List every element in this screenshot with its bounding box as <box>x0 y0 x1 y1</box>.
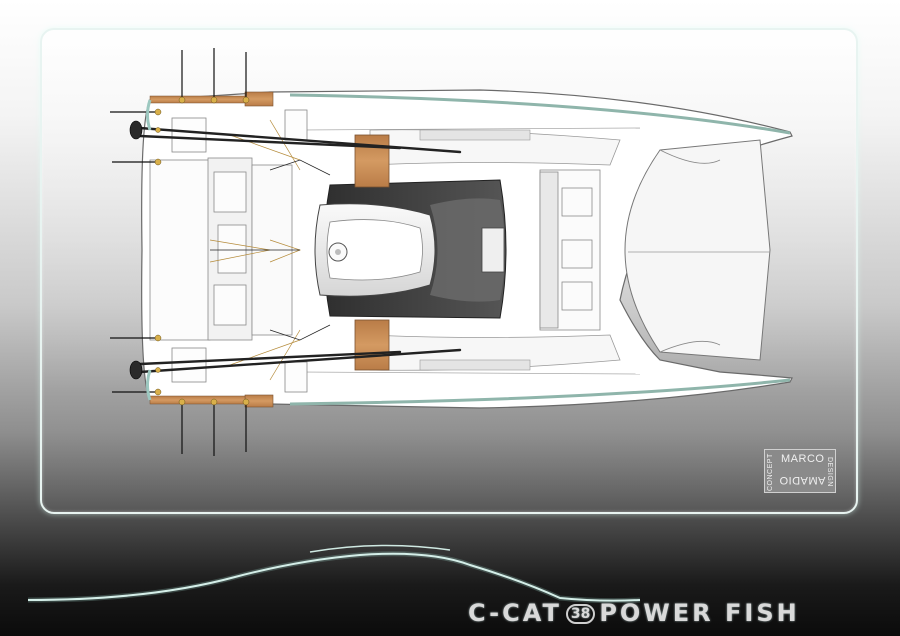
transom-lockers <box>171 109 308 393</box>
stamp-last-name: AMADIO <box>779 474 826 486</box>
brand-variant: POWER FISH <box>599 599 800 627</box>
rod-holders-port <box>110 337 247 456</box>
port-hull-accent <box>289 378 791 406</box>
rod-fittings <box>154 96 250 406</box>
rod-reels <box>129 120 143 380</box>
starboard-hull-accent <box>289 93 791 135</box>
stamp-concept-text: CONCEPT <box>767 453 774 491</box>
forward-cockpit <box>539 169 601 331</box>
designer-stamp-logo: CONCEPT MARCO AMADIO DESIGN <box>764 449 836 493</box>
helm-seat <box>481 227 505 273</box>
brand-name: C-CAT <box>468 599 562 627</box>
stamp-design-text: DESIGN <box>826 457 833 487</box>
outrigger-poles <box>138 126 462 374</box>
stamp-first-name: MARCO <box>781 453 825 465</box>
port-teak-step <box>354 319 390 371</box>
aft-cockpit <box>149 157 293 341</box>
brand-model-badge: 38 <box>565 604 596 624</box>
rod-holders-starboard <box>110 48 247 163</box>
starboard-teak-step <box>354 134 390 188</box>
brand-swoosh <box>27 552 641 602</box>
port-transom-teak <box>244 394 274 408</box>
starboard-transom-teak <box>244 91 274 107</box>
bow-trampoline <box>624 139 771 361</box>
